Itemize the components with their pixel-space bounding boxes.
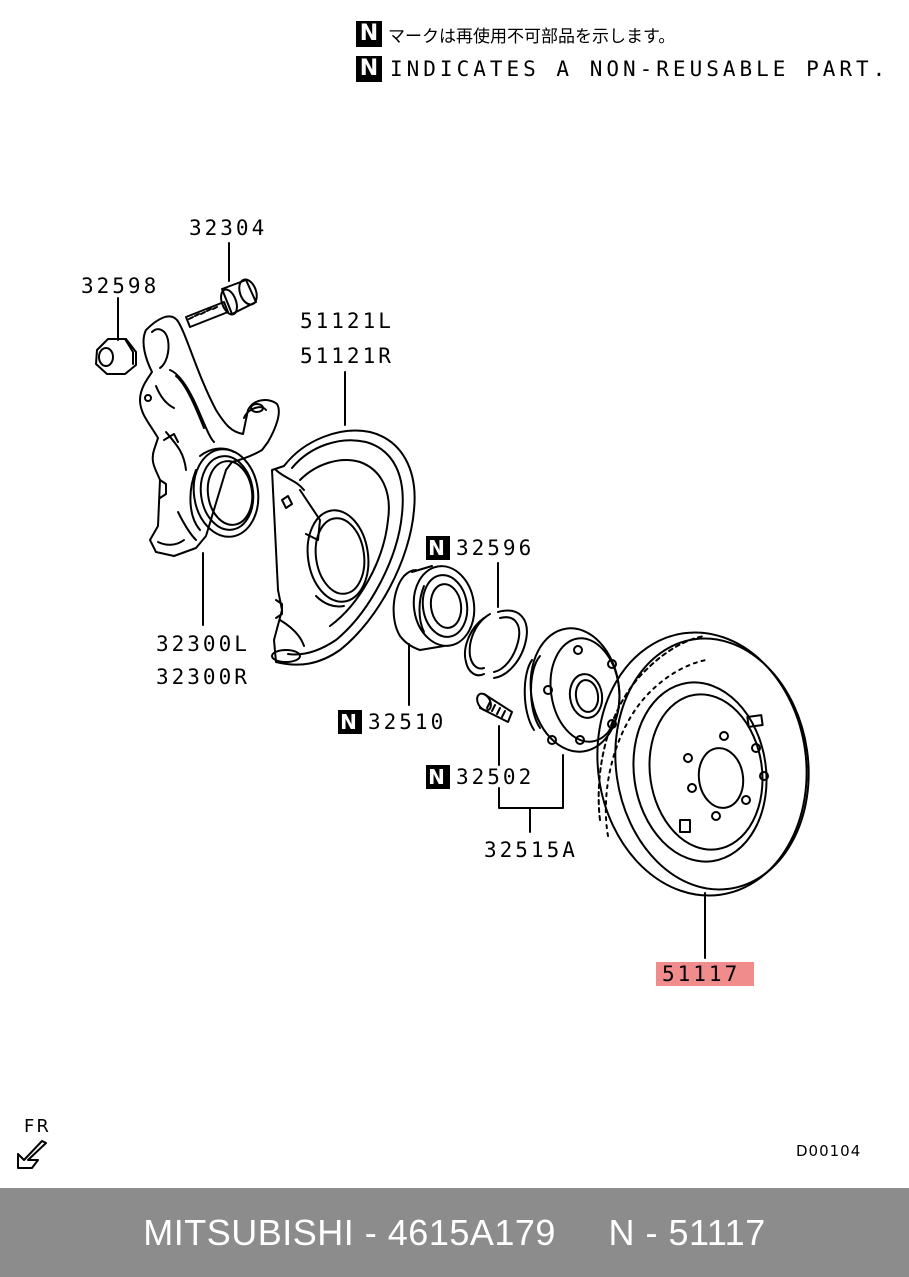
front-indicator: FR <box>24 1116 51 1137</box>
snap-ring-part <box>464 609 528 679</box>
label-51117-highlighted: 51117 <box>656 961 755 986</box>
steering-knuckle-part <box>139 315 280 557</box>
exploded-parts-diagram <box>17 242 810 1169</box>
front-arrow-icon <box>17 1140 47 1169</box>
wheel-hub-part <box>523 627 621 753</box>
non-reusable-badge: N <box>426 536 450 560</box>
non-reusable-badge: N <box>426 765 450 789</box>
footer-part-number: MITSUBISHI - 4615A179 N - 51117 <box>143 1211 766 1253</box>
label-32304: 32304 <box>189 216 268 240</box>
legend-english: N INDICATES A NON-REUSABLE PART. <box>356 56 889 82</box>
label-32598: 32598 <box>81 274 160 298</box>
label-32515A: 32515A <box>484 838 578 862</box>
wheel-bearing-part <box>392 565 476 651</box>
footer-bar: MITSUBISHI - 4615A179 N - 51117 <box>0 1188 909 1277</box>
legend-japanese-text: マークは再使用不可部品を示します。 <box>388 26 676 47</box>
legend-japanese: N マークは再使用不可部品を示します。 <box>356 21 675 47</box>
non-reusable-badge: N <box>356 56 382 82</box>
dust-shield-part <box>271 429 416 666</box>
label-32300L: 32300L <box>156 632 250 656</box>
label-51121L: 51121L <box>300 309 394 333</box>
nut-part <box>95 338 137 375</box>
non-reusable-badge: N <box>338 710 362 734</box>
hub-bolt-part <box>476 692 513 723</box>
label-32300R: 32300R <box>156 665 250 689</box>
non-reusable-badge: N <box>356 21 382 47</box>
flange-bolt-part <box>185 278 258 328</box>
legend-english-text: INDICATES A NON-REUSABLE PART. <box>390 57 890 81</box>
label-51121R: 51121R <box>300 344 394 368</box>
diagram-reference: D00104 <box>796 1142 862 1160</box>
leader-lines <box>117 242 706 959</box>
brake-disc-part <box>596 631 810 897</box>
